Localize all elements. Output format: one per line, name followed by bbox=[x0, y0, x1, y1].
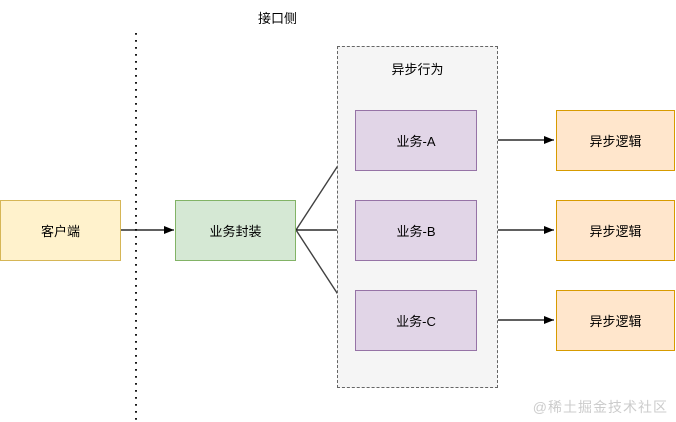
node-service-b-label: 业务-B bbox=[396, 224, 436, 239]
node-service-a: 业务-A bbox=[355, 110, 477, 171]
node-service-a-label: 业务-A bbox=[396, 134, 436, 149]
node-service-c-label: 业务-C bbox=[396, 314, 436, 329]
node-business-wrapper-label: 业务封装 bbox=[209, 224, 262, 239]
node-client: 客户端 bbox=[0, 200, 121, 261]
node-service-c: 业务-C bbox=[355, 290, 477, 351]
watermark: @稀土掘金技术社区 bbox=[532, 399, 668, 415]
node-async-logic-c-label: 异步逻辑 bbox=[589, 314, 642, 329]
async-behavior-group-title: 异步行为 bbox=[391, 62, 444, 77]
node-async-logic-a-label: 异步逻辑 bbox=[589, 134, 642, 149]
node-client-label: 客户端 bbox=[40, 224, 80, 239]
node-async-logic-a: 异步逻辑 bbox=[556, 110, 675, 171]
node-business-wrapper: 业务封装 bbox=[175, 200, 296, 261]
node-async-logic-b: 异步逻辑 bbox=[556, 200, 675, 261]
node-async-logic-c: 异步逻辑 bbox=[556, 290, 675, 351]
node-async-logic-b-label: 异步逻辑 bbox=[589, 224, 642, 239]
node-service-b: 业务-B bbox=[355, 200, 477, 261]
interface-side-label: 接口侧 bbox=[257, 11, 297, 26]
